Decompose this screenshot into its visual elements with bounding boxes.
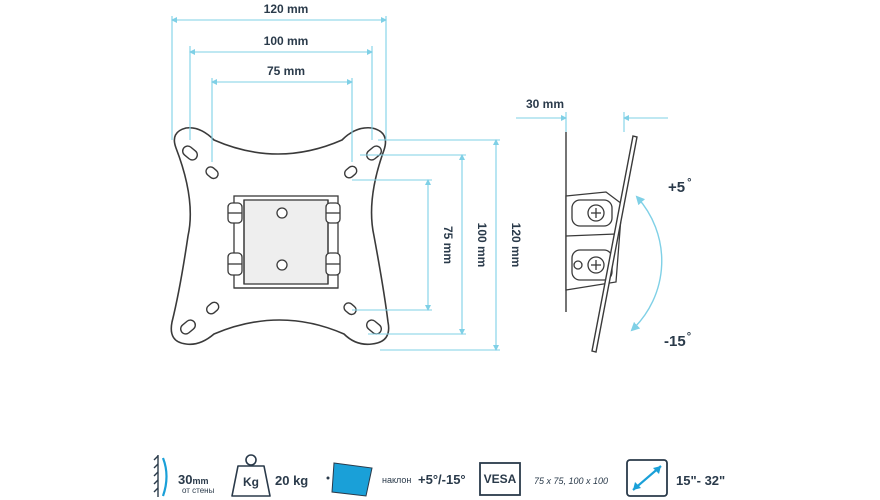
spec-footer: 30mm от стены Kg 20 kg наклон +5°/-15° V… — [153, 454, 725, 497]
label-width-100: 100 mm — [264, 34, 309, 48]
label-width-75: 75 mm — [267, 64, 305, 78]
hole-slot — [366, 319, 382, 335]
hole-slot — [205, 301, 220, 315]
vesa-icon-label: VESA — [484, 472, 517, 486]
footer-weight-value: 20 kg — [275, 473, 308, 488]
hole-slot — [343, 165, 358, 179]
label-height-75: 75 mm — [441, 226, 455, 264]
footer-depth-sub: от стены — [182, 486, 215, 495]
footer-depth-value: 30mm — [178, 472, 208, 487]
wall-depth-icon — [153, 455, 168, 497]
center-bracket — [227, 195, 341, 289]
hole-slot — [366, 145, 382, 161]
weight-icon-label: Kg — [243, 475, 259, 489]
footer-tilt-value: +5°/-15° — [418, 472, 466, 487]
tilt-arc — [630, 195, 663, 332]
front-dimensions — [171, 16, 500, 351]
label-depth-30: 30 mm — [526, 97, 564, 111]
footer-screen-value: 15"- 32" — [676, 473, 725, 488]
tilt-up-label: +5° — [668, 177, 692, 196]
screen-size-icon — [626, 459, 668, 497]
hole-slot — [205, 166, 219, 180]
vesa-icon: VESA — [479, 462, 521, 496]
weight-icon: Kg — [231, 454, 271, 497]
mounting-holes — [180, 145, 382, 335]
front-dimension-labels: 120 mm 100 mm 75 mm 75 mm 100 mm 120 mm — [264, 2, 523, 267]
front-view-plate — [170, 126, 390, 346]
hole-slot — [182, 145, 198, 161]
label-height-100: 100 mm — [475, 223, 489, 268]
label-width-120: 120 mm — [264, 2, 309, 16]
footer-tilt-label: наклон — [382, 475, 411, 485]
tv-panel-side — [591, 135, 638, 353]
hole-slot — [180, 319, 196, 335]
side-view: 30 mm +5° -15° — [516, 97, 692, 353]
hole-slot — [343, 302, 357, 316]
footer-vesa-value: 75 x 75, 100 x 100 — [534, 476, 608, 486]
tilt-screen-icon — [326, 462, 373, 497]
tilt-down-label: -15° — [664, 331, 691, 350]
label-height-120: 120 mm — [509, 223, 523, 268]
